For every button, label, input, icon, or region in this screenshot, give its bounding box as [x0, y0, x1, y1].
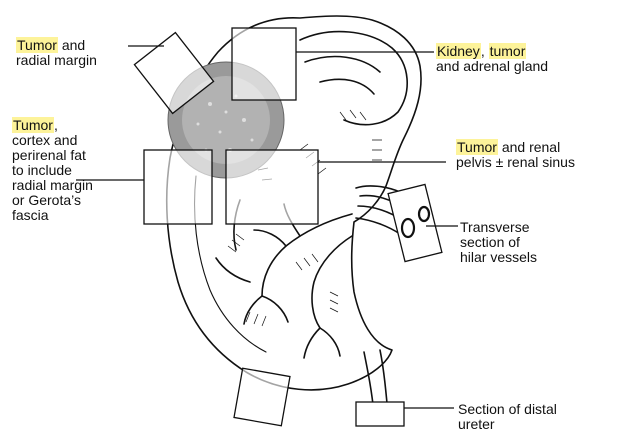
- block-perirenal: [144, 150, 212, 224]
- block-hilar-vessels: [388, 184, 442, 261]
- adrenal-gland: [300, 32, 407, 125]
- label-distal-ureter: Section of distal ureter: [458, 402, 557, 432]
- vessel-section-1: [402, 219, 414, 237]
- block-kidney-adrenal: [232, 28, 296, 100]
- block-renal-pelvis: [226, 150, 318, 224]
- block-distal-ureter: [356, 402, 404, 426]
- label-transverse-hilar: Transverse section of hilar vessels: [460, 220, 537, 265]
- renal-pelvis: [262, 214, 352, 296]
- vessel-section-2: [419, 207, 429, 221]
- label-kidney-tumor-adrenal: Kidney, tumor and adrenal gland: [436, 44, 548, 74]
- label-tumor-cortex-perirenal: Tumor, cortex and perirenal fat to inclu…: [12, 118, 93, 223]
- block-lower-pole: [234, 368, 290, 426]
- label-tumor-radial-margin: Tumor and radial margin: [16, 38, 97, 68]
- label-tumor-renal-pelvis: Tumor and renal pelvis ± renal sinus: [456, 140, 575, 170]
